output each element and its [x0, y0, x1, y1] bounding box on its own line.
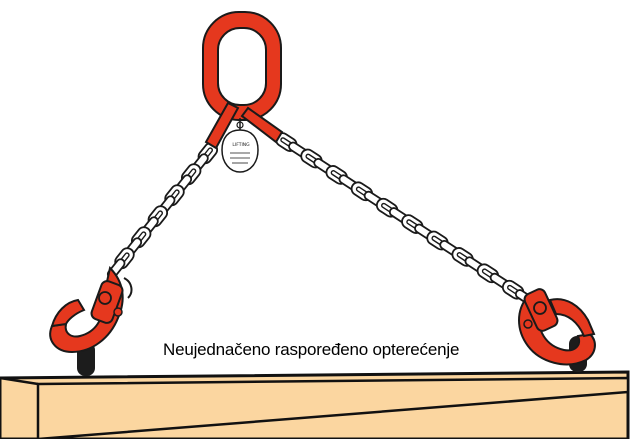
left-chain-leg [106, 142, 219, 280]
right-coupling-link [240, 106, 284, 144]
load-caption: Neujednačeno raspoređeno opterećenje [163, 340, 460, 359]
master-link-icon [202, 11, 282, 121]
tag-brand: LIFTING [232, 142, 250, 148]
left-coupling-link [204, 101, 240, 150]
load-front-face [36, 376, 630, 439]
right-safety-hook-icon [518, 288, 596, 366]
id-tag-icon: LIFTING [221, 118, 259, 173]
right-chain-leg [275, 132, 537, 307]
left-safety-hook-icon [49, 266, 133, 354]
